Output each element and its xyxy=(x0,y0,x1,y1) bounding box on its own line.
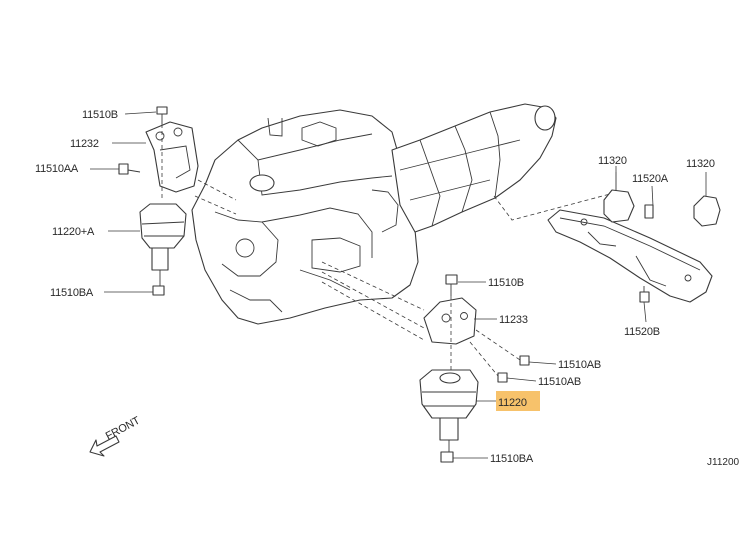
label-11233: 11233 xyxy=(499,314,528,326)
label-11510ab-2: 11510AB xyxy=(538,376,581,388)
engine-block xyxy=(191,109,419,325)
label-11232: 11232 xyxy=(70,138,99,150)
left-mount-assembly xyxy=(118,106,237,296)
label-11510b-top: 11510B xyxy=(82,109,118,121)
rear-crossmember-assembly xyxy=(493,172,721,303)
label-11510ba-bottom: 11510BA xyxy=(490,453,534,465)
label-11510ab-1: 11510AB xyxy=(558,359,601,371)
label-11510b-right: 11510B xyxy=(488,277,524,289)
front-label: FRONT xyxy=(104,415,143,443)
leader-lines xyxy=(90,111,707,459)
label-11220a: 11220+A xyxy=(52,226,95,238)
label-11510aa: 11510AA xyxy=(35,163,79,175)
front-arrow xyxy=(89,435,120,457)
diagram-code: J11200 xyxy=(707,457,740,468)
right-mount-assembly xyxy=(321,261,530,463)
label-11320-right: 11320 xyxy=(686,158,715,170)
label-11520b: 11520B xyxy=(624,326,660,338)
transmission xyxy=(391,103,557,233)
label-11320-left: 11320 xyxy=(598,155,627,167)
label-11520a: 11520A xyxy=(632,173,669,185)
highlight-box xyxy=(496,391,540,411)
label-11510ba-left: 11510BA xyxy=(50,287,94,299)
part-labels: 11510B 11232 11510AA 11220+A 11510BA 115… xyxy=(35,109,740,468)
label-11220: 11220 xyxy=(498,397,527,409)
